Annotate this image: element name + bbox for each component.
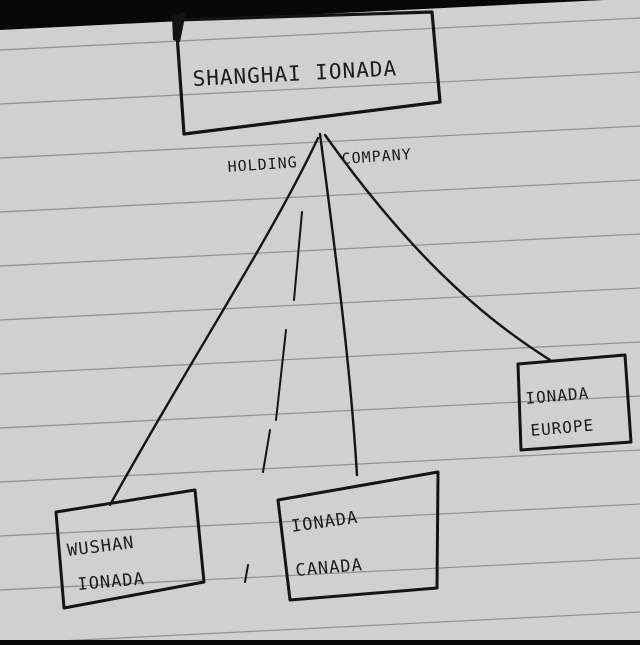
root-caption-right: COMPANY <box>341 145 412 168</box>
ruled-line <box>0 341 640 375</box>
ruled-line <box>0 287 640 321</box>
europe-box <box>516 353 633 452</box>
ruled-line <box>0 449 640 483</box>
wushan-box <box>54 488 206 610</box>
ruled-lines <box>0 17 640 645</box>
child-node-europe: IONADA EUROPE <box>516 353 633 452</box>
connector-wushan <box>108 136 320 507</box>
ruled-line <box>0 17 640 51</box>
ruled-line <box>0 611 640 645</box>
ruled-line <box>0 233 640 267</box>
ruled-line <box>0 503 640 537</box>
connectors <box>108 132 552 583</box>
root-caption-left: HOLDING <box>227 153 298 176</box>
connector-dashed <box>262 211 303 473</box>
ruled-line <box>0 179 640 213</box>
canada-box <box>276 470 440 602</box>
ruled-line <box>0 557 640 591</box>
root-box <box>174 10 442 136</box>
connector-canada <box>318 132 359 477</box>
ruled-line <box>0 395 640 429</box>
ruled-line <box>0 71 640 105</box>
stray-mark <box>244 564 249 583</box>
root-box-corner <box>172 12 186 42</box>
connector-europe <box>323 133 552 362</box>
